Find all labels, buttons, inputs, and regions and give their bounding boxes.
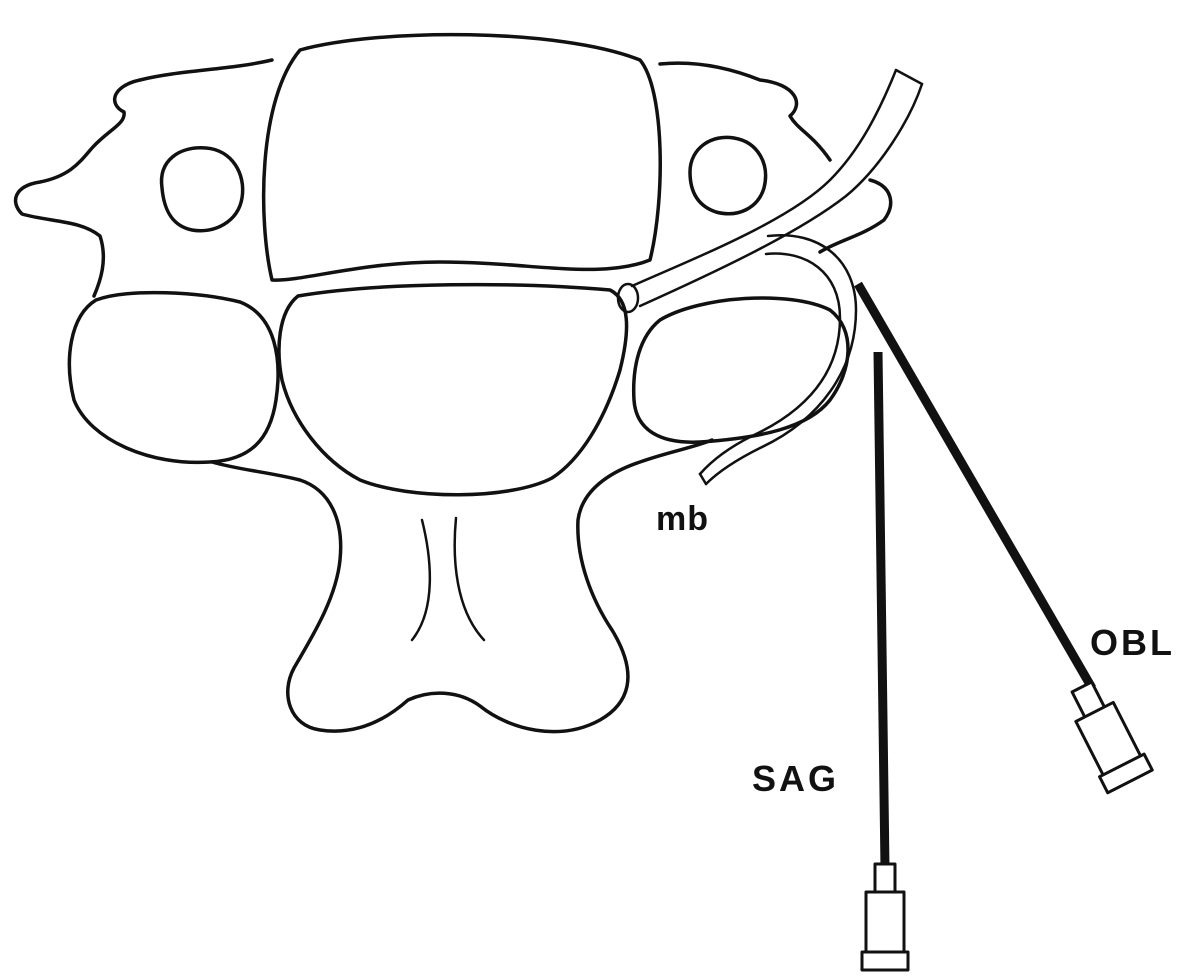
medial-branch-label: mb: [656, 500, 709, 539]
spinous-process-groove-left: [412, 520, 430, 640]
posterior-arch: [212, 440, 712, 732]
vertebral-body: [264, 35, 661, 281]
spinous-process-groove-right: [455, 518, 484, 640]
sagittal-needle-shaft: [878, 352, 885, 868]
oblique-needle-hub: [1060, 676, 1153, 793]
spinal-nerve-end: [896, 70, 922, 84]
oblique-needle-shaft: [858, 284, 1092, 688]
right-transverse-process: [660, 63, 830, 160]
sagittal-needle-hub-base: [862, 952, 908, 970]
sagittal-needle-label: SAG: [752, 758, 839, 800]
right-lateral-mass: [634, 298, 848, 442]
left-lateral-mass: [69, 293, 278, 463]
oblique-needle-label: OBL: [1090, 622, 1175, 664]
right-foramen-transversarium: [690, 137, 766, 213]
left-foramen-transversarium: [162, 148, 243, 231]
sagittal-needle-hub-top: [875, 864, 895, 894]
right-transverse-process-tip: [820, 180, 891, 252]
left-transverse-process: [16, 60, 272, 296]
medial-branch-tip: [700, 474, 706, 484]
spinal-nerve-lower-edge: [640, 84, 922, 306]
spinal-canal: [279, 285, 627, 495]
sagittal-needle-hub-body: [866, 892, 904, 956]
